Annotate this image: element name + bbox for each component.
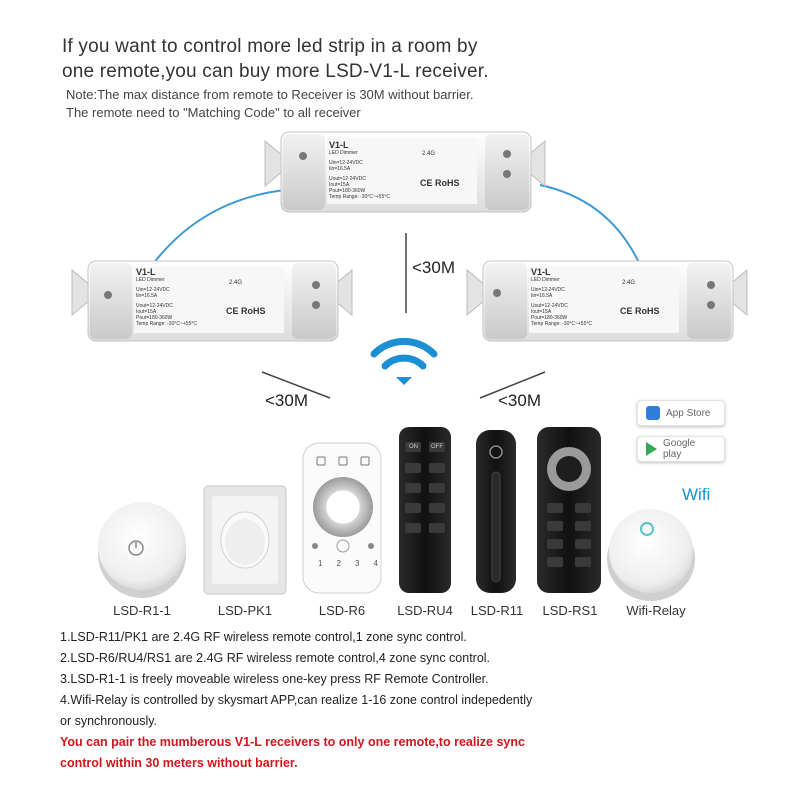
product-label-lsd-r6: LSD-R6 xyxy=(318,603,366,618)
receiver-left-cert: CE RoHS xyxy=(226,306,266,316)
headline-line-2: one remote,you can buy more LSD-V1-L rec… xyxy=(62,61,489,82)
receiver-left-spec1: Uin=12-24VDC xyxy=(136,287,170,293)
rohs-mark: RoHS xyxy=(635,306,660,316)
headline-line-1: If you want to control more led strip in… xyxy=(62,36,478,57)
ru4-off-label: OFF xyxy=(431,444,443,450)
distance-line-left xyxy=(261,371,331,399)
description-item-4: 4.Wifi-Relay is controlled by skysmart A… xyxy=(60,693,533,707)
product-lsd-r11 xyxy=(476,430,516,593)
receiver-left-spec4: Iout=15A xyxy=(136,309,157,315)
rohs-mark: RoHS xyxy=(241,306,266,316)
description-item-2: 2.LSD-R6/RU4/RS1 are 2.4G RF wireless re… xyxy=(60,651,491,665)
product-lsd-rs1 xyxy=(537,427,601,593)
receiver-top-model: V1-L xyxy=(329,140,349,150)
distance-line-right xyxy=(479,371,546,399)
receiver-right-spec2: Iin=16.5A xyxy=(531,293,553,299)
product-label-lsd-r11: LSD-R11 xyxy=(470,603,524,618)
receiver-top xyxy=(264,131,546,213)
receiver-top-spec3: Uout=12-24VDC xyxy=(329,176,366,182)
app-store-icon xyxy=(646,406,660,420)
receiver-left-spec2: Iin=16.5A xyxy=(136,293,158,299)
note: Note:The max distance from remote to Rec… xyxy=(66,86,474,122)
ce-mark: CE xyxy=(620,306,633,316)
warning-line-1: You can pair the mumberous V1-L receiver… xyxy=(60,735,525,749)
rohs-mark: RoHS xyxy=(435,178,460,188)
headline: If you want to control more led strip in… xyxy=(62,34,489,84)
connection-arc-left xyxy=(149,189,286,269)
ce-mark: CE xyxy=(226,306,239,316)
connection-arc-right xyxy=(539,184,641,266)
description-item-4-cont: or synchronously. xyxy=(60,714,158,728)
description-item-3: 3.LSD-R1-1 is freely moveable wireless o… xyxy=(60,672,489,686)
product-label-lsd-rs1: LSD-RS1 xyxy=(542,603,598,618)
product-lsd-pk1 xyxy=(203,485,287,595)
product-label-lsd-pk1: LSD-PK1 xyxy=(217,603,273,618)
receiver-top-spec6: Temp Range: -30°C~+55°C xyxy=(329,194,390,200)
receiver-right-label: V1-L LED Dimmer Uin=12-24VDC Iin=16.5A U… xyxy=(531,267,681,327)
receiver-left-freq: 2.4G xyxy=(229,280,243,286)
receiver-right-cert: CE RoHS xyxy=(620,306,660,316)
receiver-top-label: V1-L LED Dimmer Uin=12-24VDC Iin=16.5A U… xyxy=(329,140,479,200)
receiver-left-label: V1-L LED Dimmer Uin=12-24VDC Iin=16.5A U… xyxy=(136,267,286,327)
receiver-right-model: V1-L xyxy=(531,267,551,277)
app-store-badge[interactable]: App Store xyxy=(637,400,725,426)
receiver-right-spec3: Uout=12-24VDC xyxy=(531,303,568,309)
product-lsd-ru4 xyxy=(399,427,451,593)
receiver-top-spec2: Iin=16.5A xyxy=(329,166,351,172)
receiver-right xyxy=(466,260,748,342)
distance-label-top: <30M xyxy=(412,258,455,277)
receiver-left-spec6: Temp Range: -30°C~+55°C xyxy=(136,321,197,327)
power-icon xyxy=(128,540,144,556)
receiver-top-spec1: Uin=12-24VDC xyxy=(329,160,363,166)
wifi-signal-icon xyxy=(370,337,438,385)
receiver-top-freq: 2.4G xyxy=(422,151,436,157)
description-item-1: 1.LSD-R11/PK1 are 2.4G RF wireless remot… xyxy=(60,630,467,644)
google-play-badge[interactable]: Google play xyxy=(637,436,725,462)
product-label-lsd-r1-1: LSD-R1-1 xyxy=(113,603,171,618)
receiver-right-spec5: Pout=180-360W xyxy=(531,315,568,321)
r6-zone-labels: 1 2 3 4 xyxy=(318,559,378,568)
note-line-2: The remote need to "Matching Code" to al… xyxy=(66,105,361,120)
receiver-left xyxy=(71,260,353,342)
receiver-right-spec4: Iout=15A xyxy=(531,309,552,315)
receiver-right-subtitle: LED Dimmer xyxy=(531,277,560,283)
r6-zone-1: 1 xyxy=(318,559,323,568)
receiver-left-subtitle: LED Dimmer xyxy=(136,277,165,283)
description-list: 1.LSD-R11/PK1 are 2.4G RF wireless remot… xyxy=(60,627,760,732)
distance-label-right: <30M xyxy=(498,391,541,410)
product-lsd-r1-1 xyxy=(98,502,186,598)
product-wifi-relay xyxy=(607,509,695,601)
distance-label-left: <30M xyxy=(265,391,308,410)
google-play-icon xyxy=(646,442,657,456)
warning-line-2: control within 30 meters without barrier… xyxy=(60,756,298,770)
receiver-top-spec5: Pout=180-360W xyxy=(329,188,366,194)
ce-mark: CE xyxy=(420,178,433,188)
receiver-top-spec4: Iout=15A xyxy=(329,182,350,188)
receiver-left-model: V1-L xyxy=(136,267,156,277)
receiver-right-spec6: Temp Range: -30°C~+55°C xyxy=(531,321,592,327)
receiver-right-freq: 2.4G xyxy=(622,280,636,286)
wifi-indicator-icon xyxy=(640,522,654,536)
warning-text: You can pair the mumberous V1-L receiver… xyxy=(60,732,760,774)
r6-zone-2: 2 xyxy=(336,559,341,568)
r6-zone-3: 3 xyxy=(355,559,360,568)
note-line-1: Note:The max distance from remote to Rec… xyxy=(66,87,474,102)
power-icon xyxy=(489,445,503,459)
receiver-top-subtitle: LED Dimmer xyxy=(329,150,358,156)
google-play-label: Google play xyxy=(663,438,696,460)
product-lsd-r6 xyxy=(302,442,382,594)
r6-zone-4: 4 xyxy=(373,559,378,568)
product-label-wifi-relay: Wifi-Relay xyxy=(626,603,686,618)
receiver-left-spec5: Pout=180-360W xyxy=(136,315,173,321)
receiver-right-spec1: Uin=12-24VDC xyxy=(531,287,565,293)
receiver-left-spec3: Uout=12-24VDC xyxy=(136,303,173,309)
app-store-label: App Store xyxy=(666,407,711,419)
receiver-top-cert: CE RoHS xyxy=(420,178,460,188)
wifi-label: Wifi xyxy=(682,485,711,504)
ru4-on-label: ON xyxy=(409,444,418,450)
product-label-lsd-ru4: LSD-RU4 xyxy=(397,603,453,618)
